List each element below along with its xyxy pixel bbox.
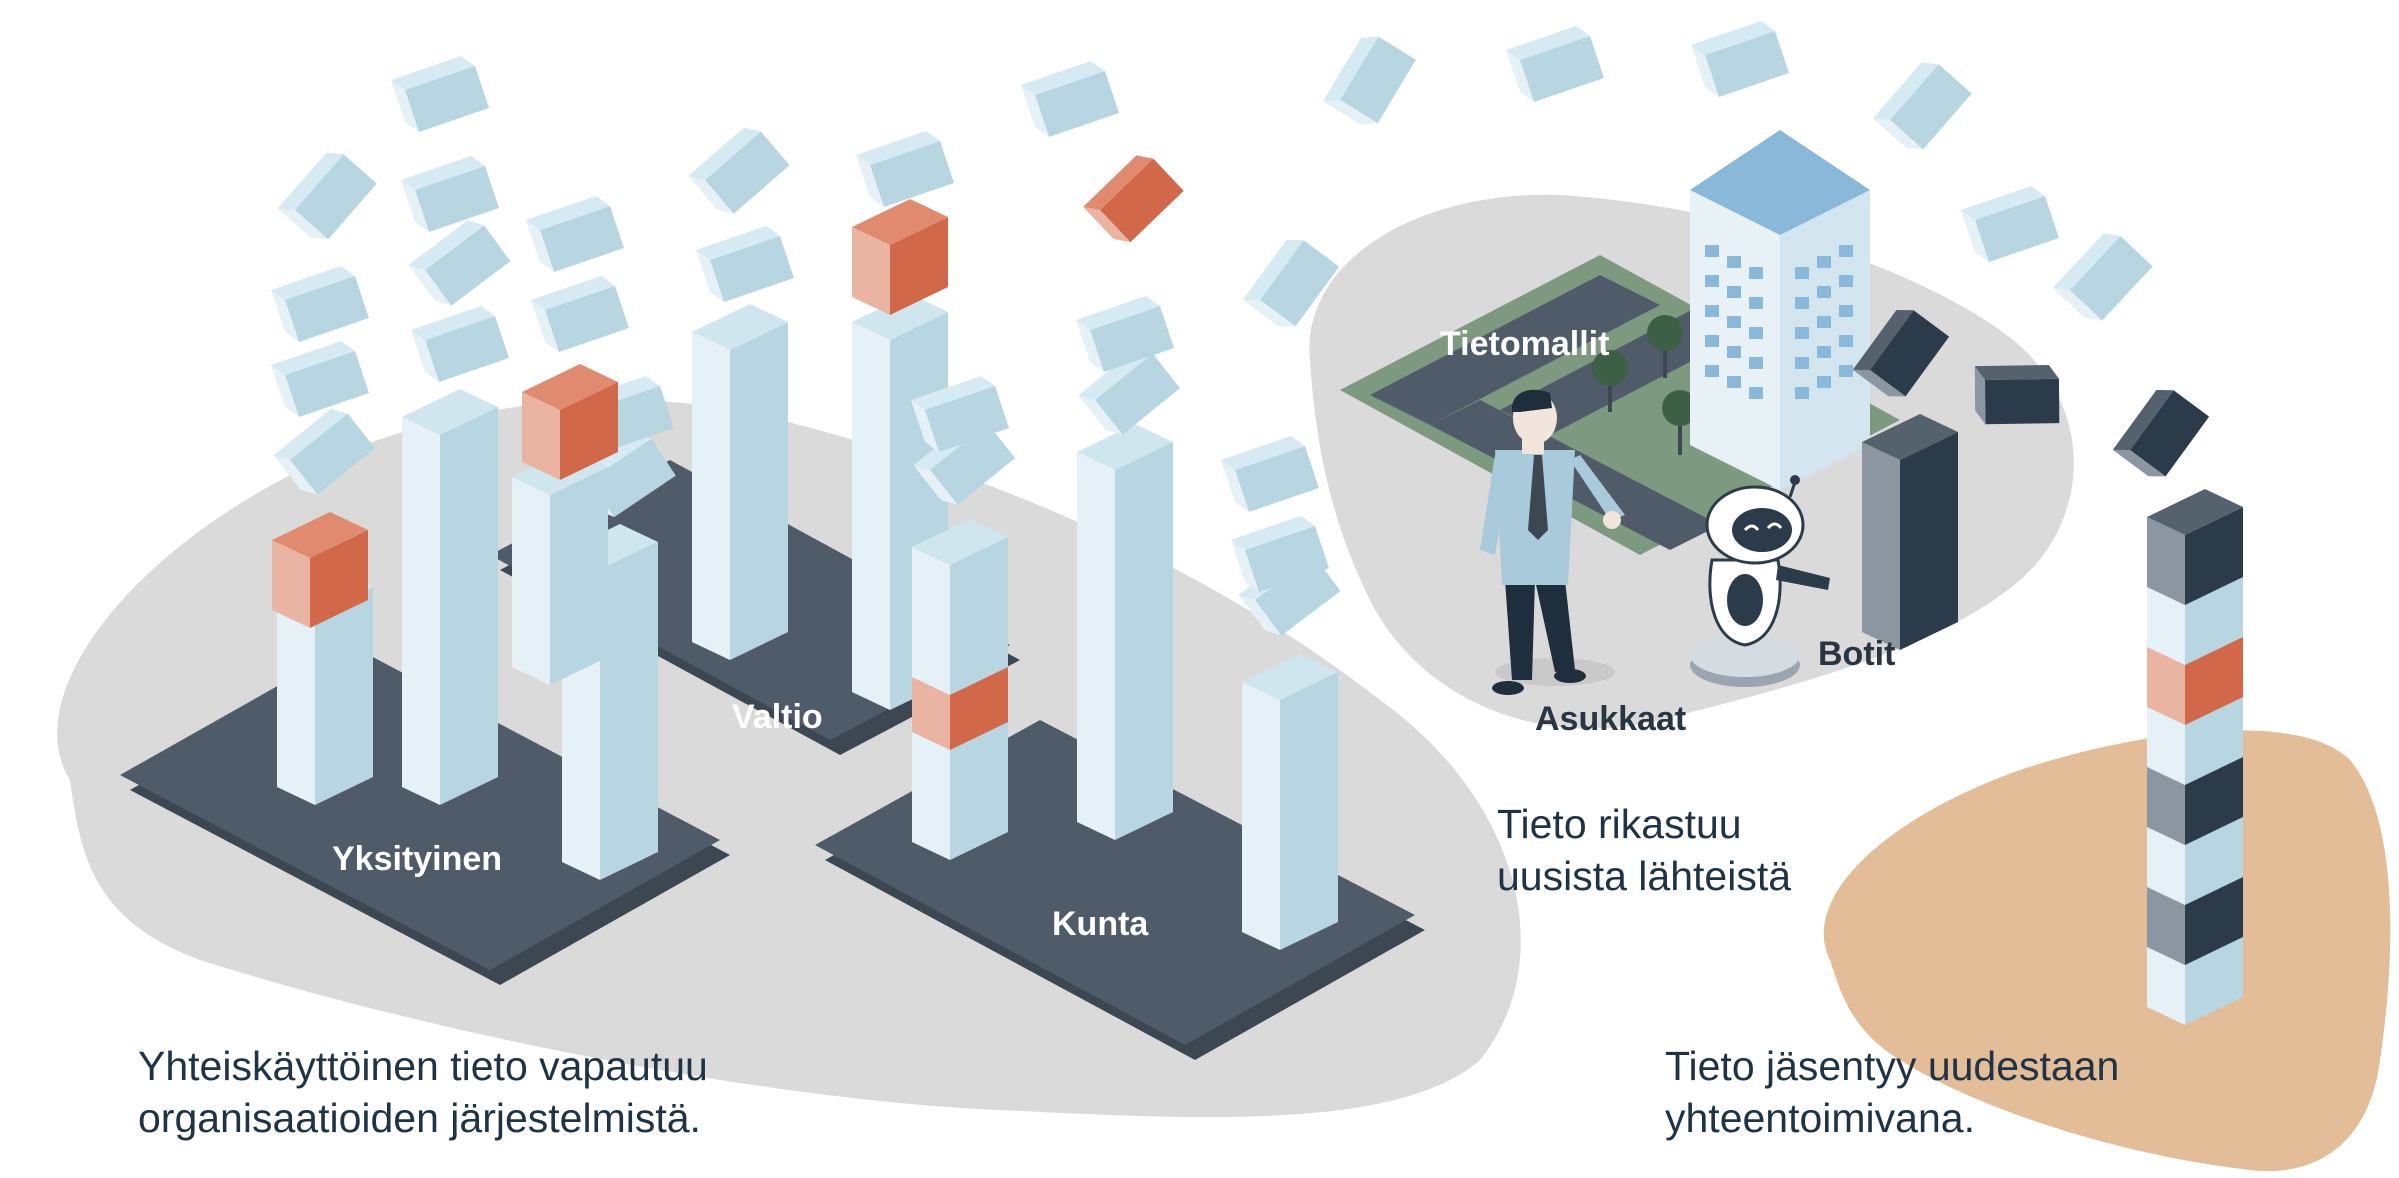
- caption-middle-line-2: uusista lähteistä: [1497, 853, 1792, 899]
- column-reassembled: [2147, 489, 2243, 1025]
- trees: [1592, 315, 1698, 455]
- label-botit: Botit: [1818, 635, 1895, 673]
- label-tietomallit: Tietomallit: [1440, 325, 1609, 363]
- office-building: [1690, 130, 1870, 490]
- label-valtio: Valtio: [732, 698, 823, 736]
- label-yksityinen: Yksityinen: [332, 840, 502, 878]
- caption-left-line-1: Yhteiskäyttöinen tieto vapautuu: [138, 1043, 708, 1089]
- caption-left-line-2: organisaatioiden järjestelmistä.: [138, 1095, 701, 1141]
- robot-figure: [1690, 475, 1830, 687]
- caption-middle-line-1: Tieto rikastuu: [1497, 801, 1742, 847]
- column-botit: [1862, 414, 1958, 650]
- caption-middle: Tieto rikastuu uusista lähteistä: [1497, 798, 1791, 902]
- caption-left: Yhteiskäyttöinen tieto vapautuu organisa…: [138, 1040, 708, 1144]
- caption-right-line-1: Tieto jäsentyy uudestaan: [1665, 1043, 2120, 1089]
- caption-right: Tieto jäsentyy uudestaan yhteentoimivana…: [1665, 1040, 2119, 1144]
- label-asukkaat: Asukkaat: [1535, 700, 1686, 738]
- tan-blob: [1823, 730, 2391, 1172]
- label-kunta: Kunta: [1052, 905, 1149, 943]
- column-valtio-1: [679, 117, 799, 660]
- caption-right-line-2: yhteentoimivana.: [1665, 1095, 1975, 1141]
- resident-figure: [1480, 389, 1625, 695]
